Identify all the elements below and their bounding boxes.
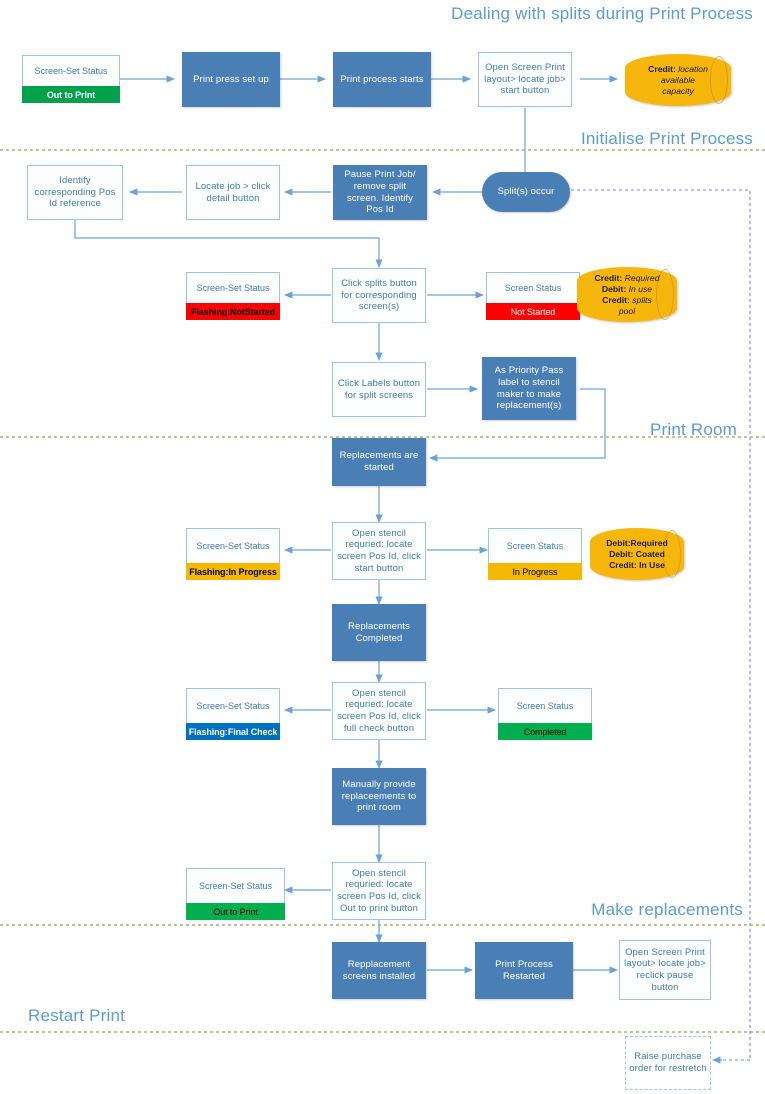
node-open-screen-print-start[interactable]: Open Screen Print layout> locate job> st…: [478, 52, 572, 107]
status-value: In Progress: [488, 563, 582, 580]
node-manually-provide-replacements[interactable]: Manually provide replaceements to print …: [332, 768, 426, 825]
node-open-stencil-out-to-print[interactable]: Open stencil requried: locate screen Pos…: [332, 862, 426, 920]
node-open-screen-print-reclick-pause[interactable]: Open Screen Print layout> locate job> re…: [619, 940, 711, 1000]
node-raise-purchase-order[interactable]: Raise purchase order for restretch: [625, 1036, 711, 1090]
status-screen-not-started[interactable]: Screen Status Not Started: [486, 272, 580, 320]
status-value: Completed: [498, 723, 592, 740]
cyl-line3-bold: Credit:: [602, 294, 630, 305]
status-value: Out to Print: [186, 903, 285, 920]
status-screen-completed[interactable]: Screen Status Completed: [498, 688, 592, 740]
cyl-line1: Debit:Required: [606, 537, 668, 548]
band-label-make-replacements: Make replacements: [591, 900, 743, 919]
node-print-process-restarted[interactable]: Print Process Restarted: [475, 942, 573, 999]
status-value: Not Started: [486, 303, 580, 320]
cyl-line1-italic: Required: [622, 272, 660, 283]
cylinder-splits-pool: Credit: Required Debit: In use Credit: s…: [577, 267, 677, 322]
cyl-line2: Debit: Coated: [609, 548, 665, 559]
node-print-process-starts[interactable]: Print process starts: [333, 52, 431, 107]
status-screen-in-progress[interactable]: Screen Status In Progress: [488, 528, 582, 580]
status-caption: Screen-Set Status: [186, 688, 280, 723]
node-click-splits-button[interactable]: Click splits button for corresponding sc…: [332, 268, 426, 323]
node-splits-occur[interactable]: Split(s) occur: [482, 172, 570, 212]
band-label-dealing: Dealing with splits during Print Process: [451, 4, 753, 23]
node-open-stencil-full-check[interactable]: Open stencil requried: locate screen Pos…: [332, 682, 426, 740]
status-caption: Screen Status: [486, 272, 580, 303]
cylinder-coated-credit: Debit:Required Debit: Coated Credit: In …: [590, 528, 684, 580]
band-label-print-room: Print Room: [649, 420, 737, 439]
cyl-line2-bold: Debit:: [601, 283, 627, 294]
status-screen-set-flashing-final-check[interactable]: Screen-Set Status Flashing:Final Check: [186, 688, 280, 740]
band-label-initialise: Initialise Print Process: [580, 129, 753, 148]
cyl-line4: pool: [618, 305, 636, 316]
status-value: Flashing:Final Check: [186, 723, 280, 740]
cyl-line2: available: [661, 74, 695, 85]
node-replacement-screens-installed[interactable]: Repplacement screens installed: [332, 942, 426, 999]
status-value: Out to Print: [22, 86, 120, 103]
status-screen-set-out-to-print-2[interactable]: Screen-Set Status Out to Print: [186, 868, 285, 920]
cyl-line3-italic: splits: [629, 294, 652, 305]
band-label-restart-print: Restart Print: [28, 1006, 126, 1025]
node-pause-print-job[interactable]: Pause Print Job/ remove split screen. Id…: [333, 165, 427, 220]
node-click-labels-button[interactable]: Click Labels button for split screens: [332, 362, 426, 417]
status-screen-set-flashing-not-started[interactable]: Screen-Set Status Flashing:NotStarted: [186, 272, 280, 320]
node-identify-pos-id[interactable]: Identify corresponding Pos Id reference: [27, 165, 123, 220]
swim-boundary: [553, 189, 751, 1061]
node-replacements-are-started[interactable]: Replacements are started: [332, 438, 426, 486]
node-priority-pass-label[interactable]: As Priority Pass label to stencil maker …: [482, 357, 576, 420]
node-print-press-set-up[interactable]: Print press set up: [182, 52, 280, 107]
node-replacements-completed[interactable]: Replacements Completed: [332, 604, 426, 661]
status-value: Flashing:NotStarted: [186, 303, 280, 320]
cyl-line2-italic: In use: [626, 283, 653, 294]
status-caption: Screen-Set Status: [186, 272, 280, 303]
cyl-line1-italic: location: [675, 63, 708, 74]
status-caption: Screen-Set Status: [22, 55, 120, 86]
status-caption: Screen-Set Status: [186, 528, 280, 563]
status-caption: Screen Status: [498, 688, 592, 723]
status-caption: Screen Status: [488, 528, 582, 563]
cyl-line3: Credit: In Use: [609, 559, 665, 570]
cyl-line1-bold: Credit:: [648, 63, 676, 74]
cylinder-credit-location-capacity: Credit: location available capacity: [625, 54, 731, 106]
status-value: Flashing:In Progress: [186, 563, 280, 580]
cyl-line1-bold: Credit:: [594, 272, 623, 283]
node-open-stencil-start-button[interactable]: Open stencil requried: locate screen Pos…: [332, 522, 426, 580]
node-locate-job-detail[interactable]: Locate job > click detail button: [186, 165, 280, 220]
status-caption: Screen-Set Status: [186, 868, 285, 903]
status-screen-set-flashing-in-progress[interactable]: Screen-Set Status Flashing:In Progress: [186, 528, 280, 580]
status-screen-set-out-to-print-1[interactable]: Screen-Set Status Out to Print: [22, 55, 120, 103]
cyl-line3: capacity: [662, 85, 694, 96]
